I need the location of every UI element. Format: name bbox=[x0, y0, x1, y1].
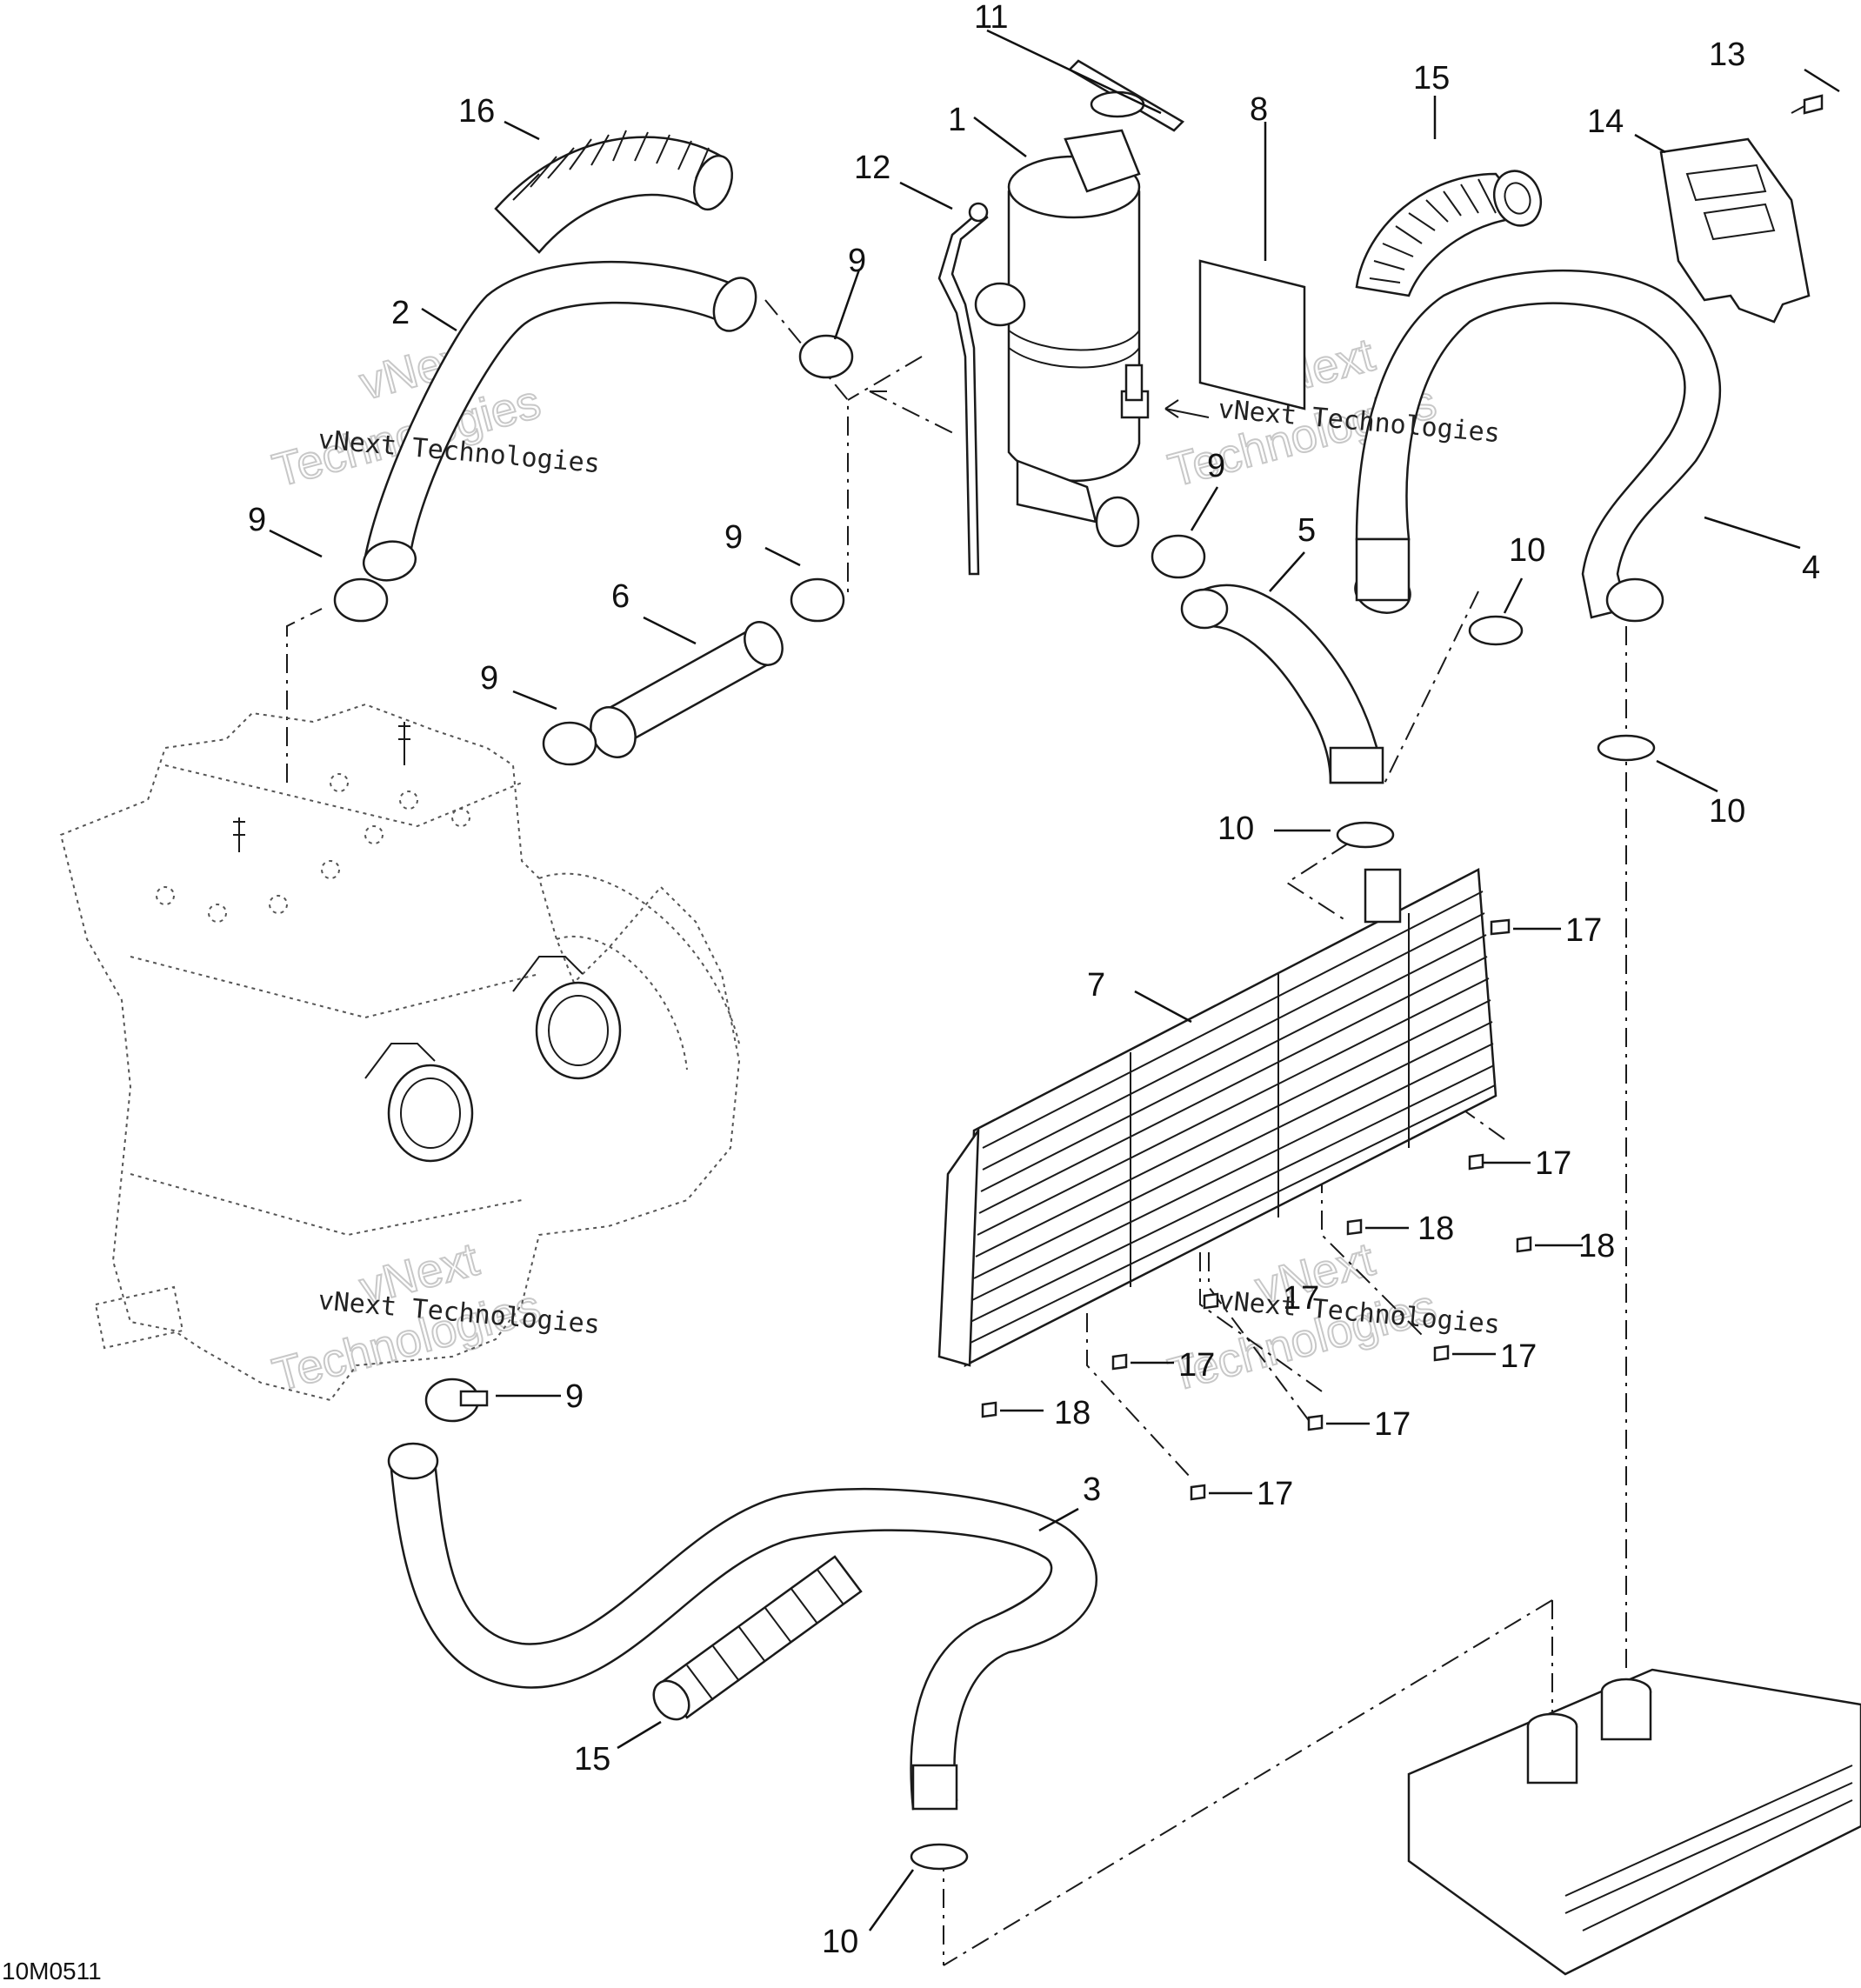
callout-1: 1 bbox=[948, 102, 966, 138]
callout-12: 12 bbox=[854, 150, 890, 186]
part-17-screws bbox=[1111, 918, 1511, 1501]
part-15-corrugated-hose-top bbox=[1355, 170, 1543, 297]
callout-13: 13 bbox=[1709, 37, 1745, 73]
part-14-bracket bbox=[1659, 137, 1811, 324]
callout-17-d: 17 bbox=[1178, 1347, 1215, 1384]
callout-2: 2 bbox=[391, 295, 410, 331]
part-6-hose bbox=[590, 621, 784, 758]
callout-9-b: 9 bbox=[248, 502, 266, 538]
callout-10-d: 10 bbox=[822, 1924, 858, 1960]
part-12-overflow-tube bbox=[937, 202, 989, 576]
callout-17-b: 17 bbox=[1535, 1145, 1571, 1182]
part-16-corrugated-hose bbox=[494, 130, 733, 254]
callout-11: 11 bbox=[974, 0, 1008, 36]
callout-15-bottom: 15 bbox=[574, 1741, 610, 1778]
base-heat-exchanger bbox=[1407, 1668, 1861, 1976]
callout-7: 7 bbox=[1087, 967, 1105, 1004]
part-13-bolt bbox=[1791, 94, 1824, 115]
callout-9-d: 9 bbox=[480, 660, 498, 697]
callout-5: 5 bbox=[1297, 512, 1316, 549]
watermark-group: Technologies Technologies Technologies T… bbox=[267, 328, 1443, 1403]
callout-6: 6 bbox=[611, 578, 630, 615]
callout-17-f: 17 bbox=[1257, 1476, 1293, 1512]
callout-18-b: 18 bbox=[1578, 1228, 1615, 1264]
callout-9-a: 9 bbox=[848, 243, 866, 279]
callout-4: 4 bbox=[1802, 550, 1820, 586]
part-8-sheet bbox=[1164, 259, 1306, 418]
callout-9-f: 9 bbox=[565, 1378, 584, 1415]
part-18-screws bbox=[981, 1218, 1532, 1418]
callout-3: 3 bbox=[1083, 1471, 1101, 1508]
part-3-hose bbox=[387, 1442, 1098, 1811]
watermark-text-group: vNext Technologies vNext Technologies vN… bbox=[317, 394, 1501, 1340]
callout-17-e: 17 bbox=[1374, 1406, 1411, 1443]
callout-9-e: 9 bbox=[1207, 448, 1225, 484]
part-2-hose bbox=[362, 260, 757, 582]
engine-outline bbox=[59, 703, 741, 1402]
assembly-lines bbox=[286, 299, 1627, 1966]
callout-10-b: 10 bbox=[1709, 793, 1745, 830]
callout-10-a: 10 bbox=[1509, 532, 1545, 569]
part-7-radiator bbox=[937, 868, 1497, 1368]
callout-10-c: 10 bbox=[1217, 811, 1254, 847]
diagram-code: 10M0511 bbox=[2, 1958, 102, 1984]
callout-17-g: 17 bbox=[1283, 1280, 1319, 1317]
callout-16: 16 bbox=[458, 93, 495, 130]
leader-lines bbox=[269, 29, 1840, 1931]
part-10-rings bbox=[910, 615, 1656, 1871]
callout-18-c: 18 bbox=[1054, 1395, 1091, 1431]
callout-17-a: 17 bbox=[1565, 912, 1602, 949]
callout-8: 8 bbox=[1250, 91, 1268, 128]
part-9-clamps bbox=[333, 334, 1206, 1423]
part-1-tank bbox=[974, 129, 1150, 548]
part-4-hose bbox=[1354, 269, 1722, 623]
callout-17-c: 17 bbox=[1500, 1338, 1537, 1375]
callout-18-a: 18 bbox=[1417, 1211, 1454, 1247]
callout-9-c: 9 bbox=[724, 519, 743, 556]
callout-labels: 11 1 12 8 15 13 14 16 2 9 9 9 6 9 9 5 10… bbox=[248, 0, 1820, 1960]
callout-14: 14 bbox=[1587, 103, 1624, 140]
callout-15-top: 15 bbox=[1413, 60, 1450, 97]
part-15-corrugated-hose-bottom bbox=[652, 1555, 863, 1721]
part-5-hose bbox=[1180, 584, 1384, 784]
